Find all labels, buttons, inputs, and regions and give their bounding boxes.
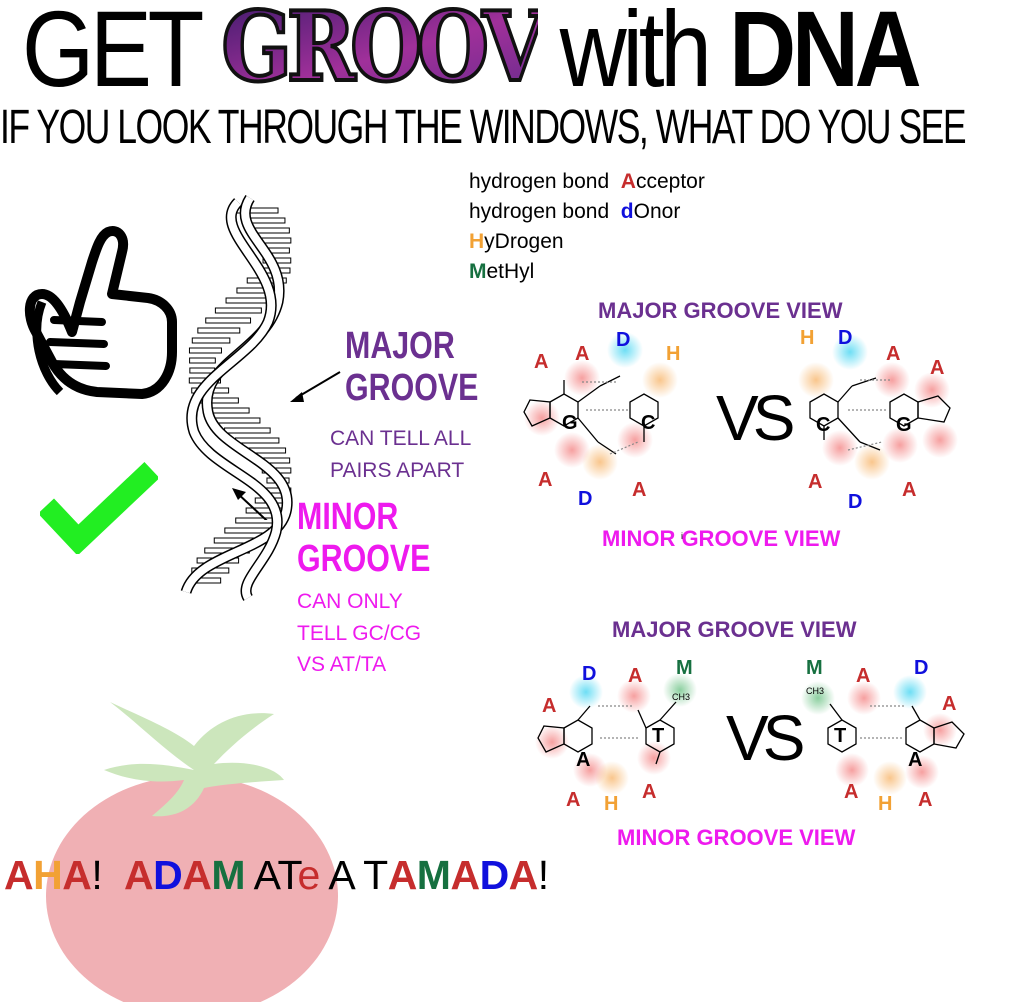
legend-methyl: MetHyl bbox=[469, 260, 535, 283]
svg-text:C: C bbox=[816, 414, 830, 436]
svg-text:CH3: CH3 bbox=[672, 692, 690, 702]
gc-minor-groove-view: MINOR GROOVE VIEW bbox=[602, 526, 841, 551]
helix-rung bbox=[205, 317, 252, 324]
groove-arrows bbox=[232, 371, 341, 520]
svg-text:D: D bbox=[582, 663, 596, 685]
svg-text:A: A bbox=[908, 749, 922, 771]
svg-text:H: H bbox=[800, 330, 814, 349]
aha-mnemonic: AHA! ADAM ATe A TAMADA! bbox=[4, 852, 549, 899]
at-minor-groove-view: MINOR GROOVE VIEW bbox=[617, 825, 856, 850]
check-mark-icon bbox=[40, 462, 158, 554]
helix-rung bbox=[197, 327, 241, 334]
helix-rung bbox=[191, 337, 231, 344]
aha-segment: M bbox=[211, 852, 245, 898]
aha-segment: A bbox=[508, 852, 539, 898]
svg-text:D: D bbox=[616, 330, 630, 351]
svg-text:A: A bbox=[542, 695, 556, 717]
aha-segment: A bbox=[182, 852, 212, 898]
aha-segment: ! bbox=[537, 852, 549, 898]
aha-segment: A bbox=[4, 852, 34, 898]
helix-rung bbox=[189, 357, 216, 364]
svg-text:A: A bbox=[576, 749, 590, 771]
thumbs-up-icon bbox=[24, 226, 177, 399]
svg-text:D: D bbox=[914, 657, 928, 679]
legend-donor: hydrogen bond dOnor bbox=[469, 200, 681, 223]
poster-title: GET GROOVY with DNA bbox=[22, 0, 922, 109]
title-get: GET bbox=[22, 0, 203, 109]
svg-text:A: A bbox=[538, 469, 552, 491]
svg-text:A: A bbox=[844, 781, 858, 803]
helix-rung bbox=[214, 307, 262, 314]
svg-text:GROOVY: GROOVY bbox=[222, 0, 538, 98]
at-major-groove-view: MAJOR GROOVE VIEW bbox=[612, 617, 857, 642]
aha-segment: e bbox=[297, 852, 320, 898]
groovy-wordart: GROOVY bbox=[220, 0, 538, 98]
aha-segment: D bbox=[153, 852, 183, 898]
dna-double-helix bbox=[180, 195, 293, 601]
svg-text:A: A bbox=[942, 693, 956, 715]
svg-text:G: G bbox=[896, 414, 912, 436]
svg-text:A: A bbox=[930, 357, 944, 379]
svg-text:H: H bbox=[604, 793, 618, 815]
svg-text:CH3: CH3 bbox=[806, 686, 824, 696]
svg-text:T: T bbox=[652, 725, 664, 747]
svg-text:A: A bbox=[886, 343, 900, 365]
svg-text:i: i bbox=[681, 531, 683, 541]
legend-hydrogen: HyDrogen bbox=[469, 230, 564, 253]
aha-segment: AT bbox=[253, 852, 298, 898]
tomato-image bbox=[46, 702, 338, 1002]
svg-text:H: H bbox=[666, 343, 680, 365]
aha-segment: A bbox=[62, 852, 92, 898]
helix-rung bbox=[188, 347, 222, 354]
legend-acceptor: hydrogen bond Acceptor bbox=[469, 170, 705, 193]
svg-text:A: A bbox=[628, 665, 642, 687]
svg-text:M: M bbox=[676, 657, 693, 679]
at-pair-diagrams: CH3 CH3 A T T A VS D A M A A H A M A D A… bbox=[535, 657, 965, 815]
aha-segment: ! bbox=[91, 852, 125, 898]
helix-rung bbox=[225, 297, 272, 304]
svg-text:VS: VS bbox=[716, 382, 793, 454]
svg-text:D: D bbox=[578, 488, 592, 510]
svg-text:A: A bbox=[575, 343, 589, 365]
helix-rung bbox=[253, 227, 290, 234]
title-dna: DNA bbox=[729, 0, 922, 109]
gc-pair-diagrams: G C C G VS A A D H A D A H D A A A D A bbox=[523, 330, 958, 513]
aha-segment: A bbox=[450, 852, 480, 898]
aha-segment: A bbox=[124, 852, 154, 898]
svg-text:D: D bbox=[848, 491, 862, 513]
aha-segment: A bbox=[387, 852, 418, 898]
minor-mark: i bbox=[681, 531, 683, 541]
helix-rung bbox=[189, 367, 216, 374]
svg-text:A: A bbox=[642, 781, 656, 803]
svg-text:A: A bbox=[856, 665, 870, 687]
svg-text:G: G bbox=[562, 412, 578, 434]
svg-text:H: H bbox=[878, 793, 892, 815]
aha-segment: H bbox=[33, 852, 63, 898]
svg-text:C: C bbox=[641, 412, 655, 434]
svg-text:T: T bbox=[834, 725, 846, 747]
aha-segment: A T bbox=[319, 852, 388, 898]
svg-text:A: A bbox=[534, 351, 548, 373]
aha-segment: D bbox=[479, 852, 510, 898]
aha-segment: M bbox=[416, 852, 451, 898]
svg-text:VS: VS bbox=[726, 702, 803, 774]
title-with: with bbox=[559, 0, 712, 109]
svg-text:A: A bbox=[632, 479, 646, 501]
svg-text:A: A bbox=[808, 471, 822, 493]
svg-text:M: M bbox=[806, 657, 823, 679]
gc-major-groove-view: MAJOR GROOVE VIEW bbox=[598, 298, 843, 323]
svg-text:A: A bbox=[918, 789, 932, 811]
subtitle: IF YOU LOOK THROUGH THE WINDOWS, WHAT DO… bbox=[0, 101, 967, 154]
svg-text:A: A bbox=[566, 789, 580, 811]
svg-text:A: A bbox=[902, 479, 916, 501]
helix-rung bbox=[261, 237, 292, 244]
aha-segment bbox=[245, 852, 254, 898]
svg-text:D: D bbox=[838, 330, 852, 349]
